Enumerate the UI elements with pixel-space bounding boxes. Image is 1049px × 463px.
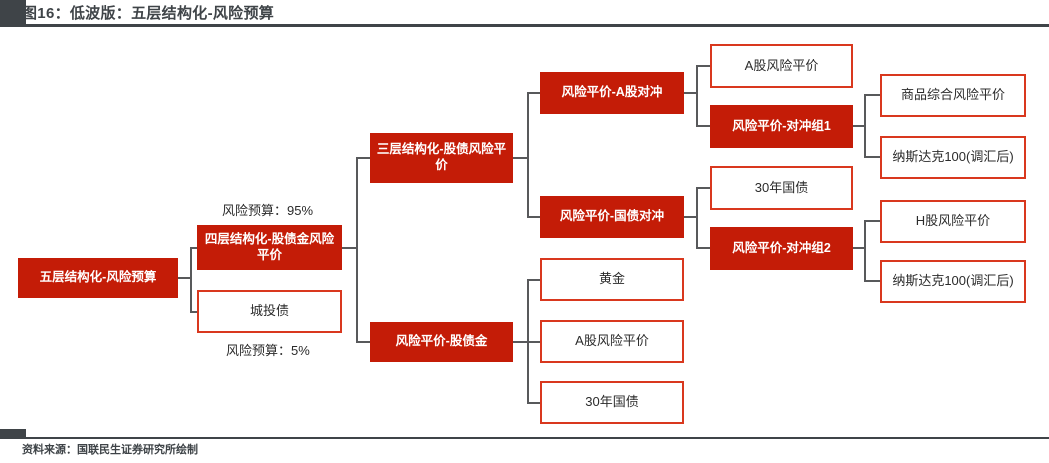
edge-gzhedge-to-bond301 <box>696 187 710 189</box>
node-label: 30年国债 <box>754 179 809 195</box>
edge-l4-to-rpgzj <box>356 341 371 343</box>
edge-root-stub <box>178 277 192 279</box>
footer-divider <box>0 437 1049 439</box>
node-label: 风险平价-对冲组1 <box>732 118 831 133</box>
node-nasdaq100-fx-adjusted-2[interactable]: 纳斯达克100(调汇后) <box>880 260 1026 303</box>
edge-l3-stub <box>513 157 529 159</box>
edge-l3-to-gzhedge <box>527 216 541 218</box>
edge-l3-bus <box>527 92 529 217</box>
edge-root-to-chengtou <box>190 311 199 313</box>
node-label: 风险平价-国债对冲 <box>559 209 665 224</box>
node-four-layer-equity-bond-gold-rp[interactable]: 四层结构化-股债金风险平价 <box>197 225 342 270</box>
node-label: 城投债 <box>249 303 289 319</box>
node-nasdaq100-fx-adjusted-1[interactable]: 纳斯达克100(调汇后) <box>880 136 1026 179</box>
node-a-share-rp-upper[interactable]: A股风险平价 <box>710 44 853 88</box>
edge-gzhedge-bus <box>696 187 698 249</box>
node-rp-hedge-group-1[interactable]: 风险平价-对冲组1 <box>710 105 853 148</box>
edge-l4-bus <box>356 157 358 343</box>
edge-rpgzj-to-bond302 <box>527 402 541 404</box>
node-label: 风险平价-股债金 <box>395 334 488 349</box>
node-label: 风险平价-A股对冲 <box>561 85 663 100</box>
edge-group2-to-hshare <box>864 220 880 222</box>
node-rp-treasury-hedge[interactable]: 风险平价-国债对冲 <box>540 196 684 238</box>
edge-ahedge-bus <box>696 65 698 127</box>
edge-rpgzj-to-gold <box>527 279 541 281</box>
edge-group1-bus <box>864 94 866 158</box>
edge-group1-to-nasdaq1 <box>864 156 880 158</box>
node-five-layer-risk-budget[interactable]: 五层结构化-风险预算 <box>18 258 178 298</box>
edge-ahedge-to-arp1 <box>696 65 710 67</box>
edge-l4-to-l3 <box>356 157 371 159</box>
annotation-risk-budget-95: 风险预算：95% <box>222 203 314 218</box>
node-label: 30年国债 <box>585 394 639 410</box>
node-three-layer-equity-bond-rp[interactable]: 三层结构化-股债风险平价 <box>370 133 513 183</box>
node-label: 风险平价-对冲组2 <box>732 240 831 255</box>
edge-ahedge-stub <box>684 92 698 94</box>
edge-rpgzj-to-arp2 <box>527 341 541 343</box>
node-label: 纳斯达克100(调汇后) <box>892 149 1014 165</box>
edge-rpgzj-stub <box>513 341 529 343</box>
node-label: H股风险平价 <box>915 213 991 229</box>
edge-root-bus <box>190 247 192 313</box>
node-label: 商品综合风险平价 <box>900 87 1005 103</box>
node-label: 纳斯达克100(调汇后) <box>892 273 1014 289</box>
node-30y-treasury-lower[interactable]: 30年国债 <box>540 381 684 424</box>
node-commodity-composite-rp[interactable]: 商品综合风险平价 <box>880 74 1026 117</box>
edge-group1-to-commodity <box>864 94 880 96</box>
node-rp-a-share-hedge[interactable]: 风险平价-A股对冲 <box>540 72 684 114</box>
edge-root-to-l4 <box>190 247 199 249</box>
figure-title: 图16：低波版：五层结构化-风险预算 <box>22 5 275 22</box>
node-30y-treasury-upper[interactable]: 30年国债 <box>710 166 853 210</box>
edge-group1-stub <box>853 125 866 127</box>
node-chengtou-bond[interactable]: 城投债 <box>197 290 342 333</box>
edge-l4-stub <box>342 247 358 249</box>
node-label: 黄金 <box>598 271 625 287</box>
node-label: 五层结构化-风险预算 <box>39 270 157 285</box>
node-a-share-rp-lower[interactable]: A股风险平价 <box>540 320 684 363</box>
node-h-share-rp[interactable]: H股风险平价 <box>880 200 1026 243</box>
header-divider <box>0 24 1049 27</box>
node-rp-hedge-group-2[interactable]: 风险平价-对冲组2 <box>710 227 853 270</box>
node-gold[interactable]: 黄金 <box>540 258 684 301</box>
edge-gzhedge-stub <box>684 216 698 218</box>
edge-gzhedge-to-group2 <box>696 247 710 249</box>
edge-group2-bus <box>864 220 866 282</box>
annotation-risk-budget-5: 风险预算：5% <box>226 343 310 358</box>
source-note: 资料来源：国联民生证券研究所绘制 <box>22 444 198 456</box>
footer-accent-tab <box>0 429 26 439</box>
header-accent-tab <box>0 0 26 24</box>
node-label: A股风险平价 <box>744 57 819 73</box>
edge-group2-stub <box>853 247 866 249</box>
edge-l3-to-ahedge <box>527 92 541 94</box>
node-rp-equity-bond-gold[interactable]: 风险平价-股债金 <box>370 322 513 362</box>
edge-ahedge-to-group1 <box>696 125 710 127</box>
node-label: 三层结构化-股债风险平价 <box>376 142 507 172</box>
node-label: 四层结构化-股债金风险平价 <box>204 231 335 262</box>
edge-group2-to-nasdaq2 <box>864 280 880 282</box>
node-label: A股风险平价 <box>575 333 649 349</box>
